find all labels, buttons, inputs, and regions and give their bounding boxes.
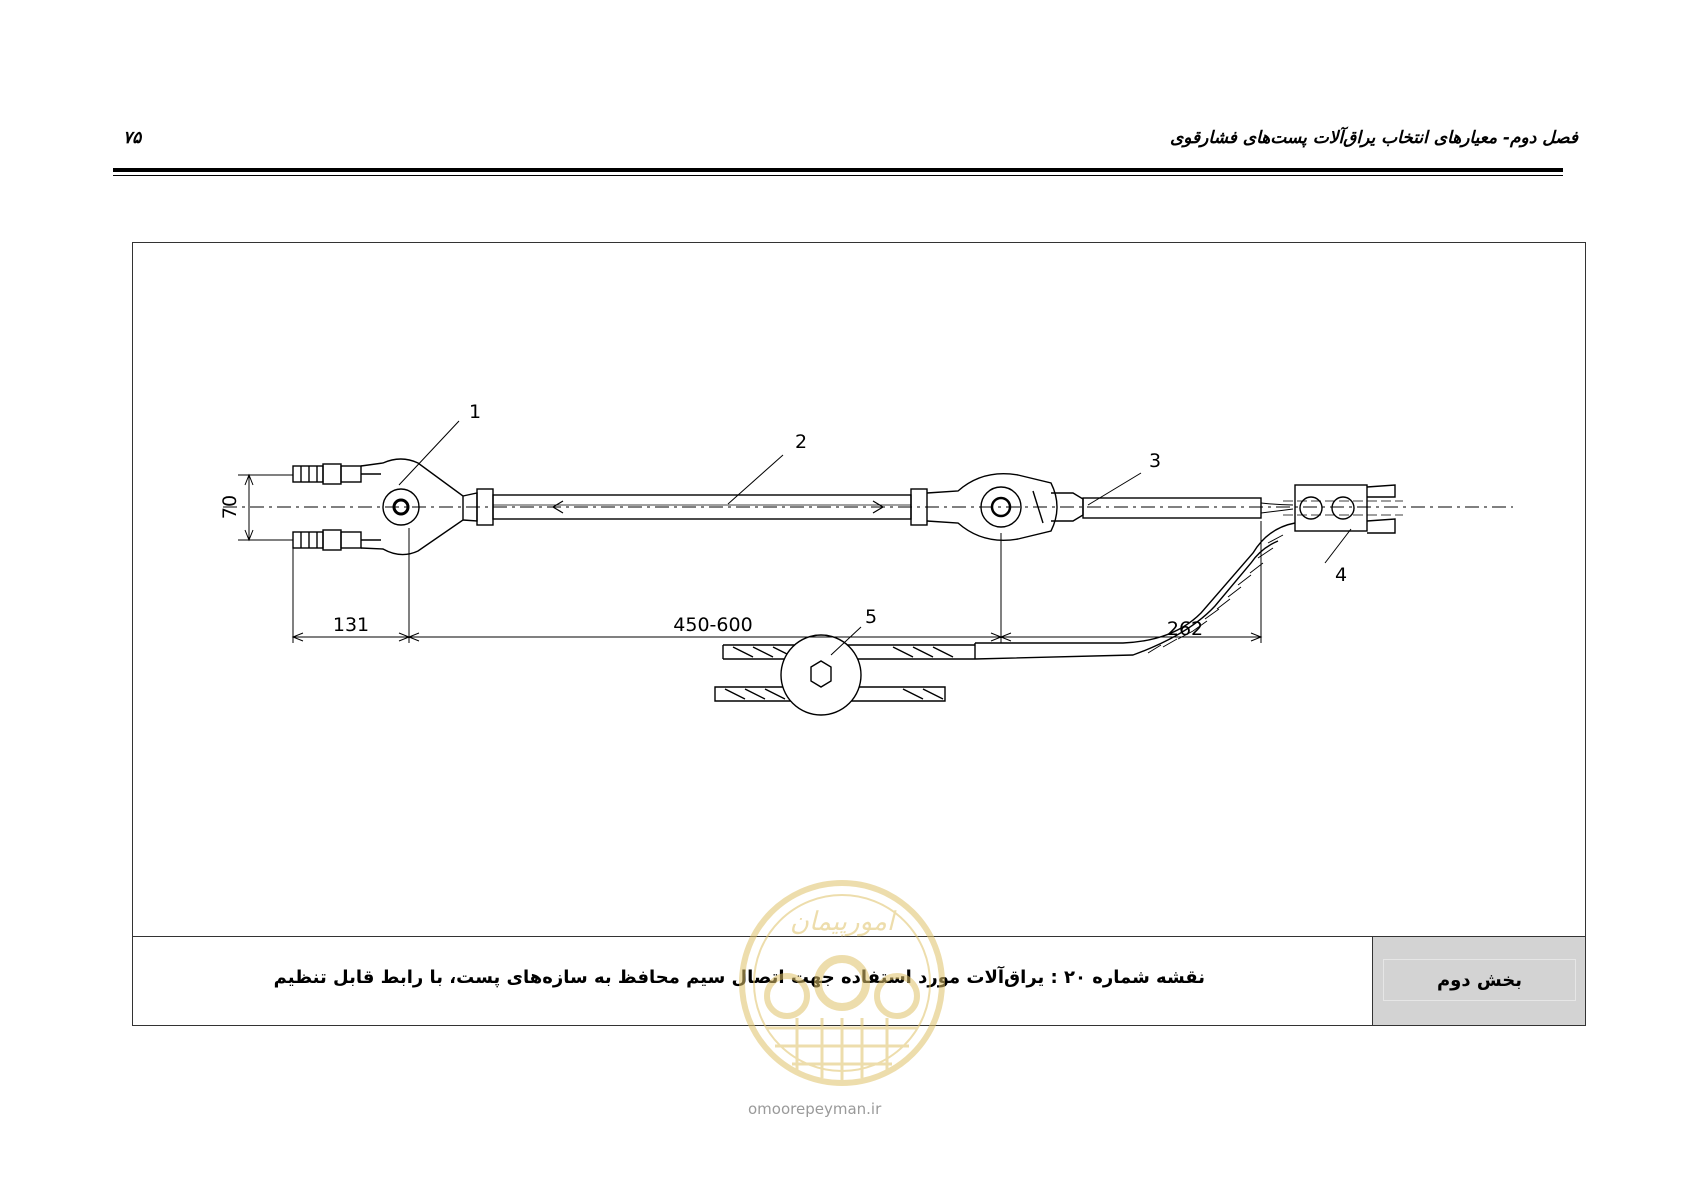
dimension-height: 70 xyxy=(219,495,241,519)
technical-drawing: 70 131 450-600 262 1 2 3 4 5 xyxy=(133,243,1585,936)
header-rule-thin xyxy=(113,175,1563,176)
chapter-title: فصل دوم- معیارهای انتخاب یراق‌آلات پست‌ه… xyxy=(1169,128,1578,148)
left-bolt-top xyxy=(292,463,381,485)
section-label: بخش دوم xyxy=(1383,959,1576,1001)
callout-4: 4 xyxy=(1335,564,1347,586)
callout-1: 1 xyxy=(469,401,481,423)
watermark-logo: امورپیمان xyxy=(739,880,945,1086)
page-number: ۷۵ xyxy=(123,128,142,148)
groove-clamp xyxy=(1283,484,1403,534)
watermark-text: امورپیمان xyxy=(790,907,897,937)
shield-wire xyxy=(714,522,1296,702)
dimension-span: 450-600 xyxy=(673,614,752,636)
clamp-disc xyxy=(780,634,862,716)
drawing-svg: 70 131 450-600 262 1 2 3 4 5 xyxy=(219,401,1513,716)
callout-2: 2 xyxy=(795,431,807,453)
callout-5: 5 xyxy=(865,606,877,628)
rod xyxy=(1082,497,1294,519)
page-header: فصل دوم- معیارهای انتخاب یراق‌آلات پست‌ه… xyxy=(113,128,1578,168)
dimension-end: 262 xyxy=(1167,618,1203,640)
leader-lines xyxy=(398,420,1352,656)
left-bolt-bottom xyxy=(292,529,381,551)
dimension-offset: 131 xyxy=(333,614,369,636)
watermark-url: omoorepeyman.ir xyxy=(748,1100,882,1118)
dimension-lines xyxy=(238,473,1263,643)
right-clevis xyxy=(926,473,1084,541)
section-cell: بخش دوم xyxy=(1372,937,1585,1025)
header-rule-thick xyxy=(113,168,1563,172)
turnbuckle-body xyxy=(476,488,928,526)
callout-3: 3 xyxy=(1149,450,1161,472)
